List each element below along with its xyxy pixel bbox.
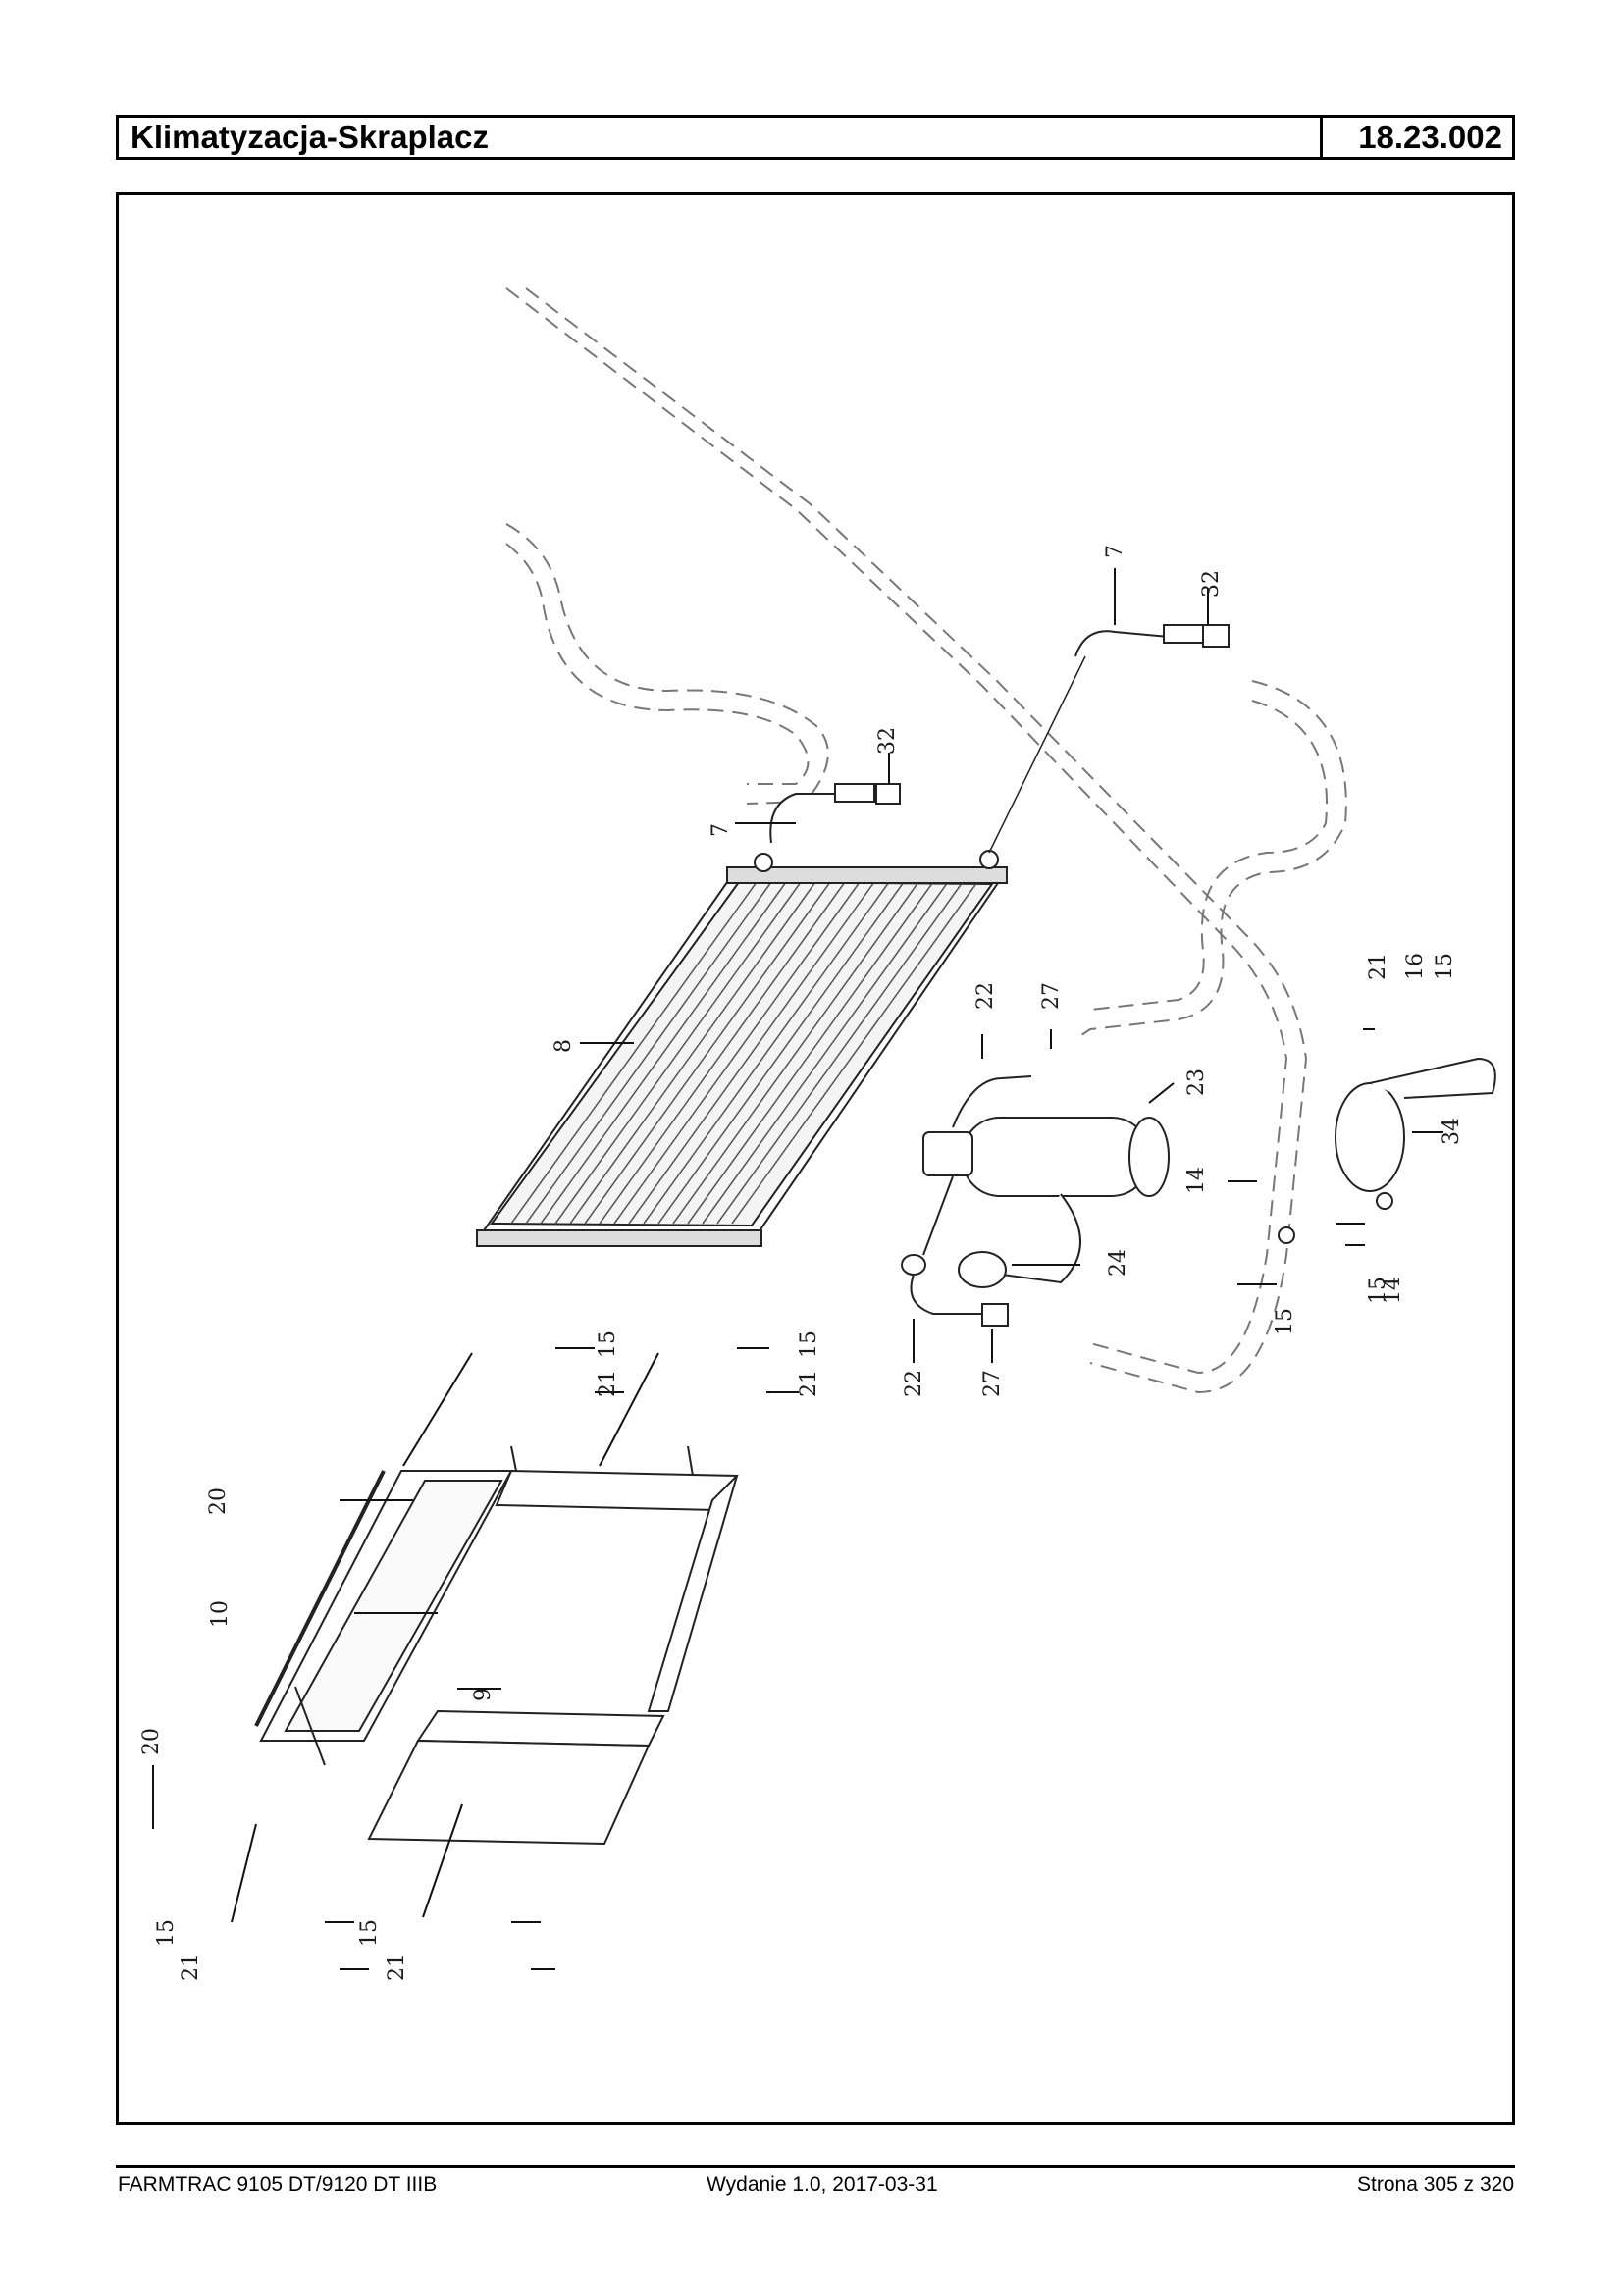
callout-27-bottom: 27 <box>980 1370 1005 1397</box>
receiver-drier <box>901 1075 1170 1327</box>
callout-24: 24 <box>1106 1249 1130 1277</box>
callout-15-frame-b: 15 <box>797 1330 821 1358</box>
callout-15-bl-b: 15 <box>357 1919 382 1947</box>
callout-14-low: 14 <box>1381 1277 1405 1304</box>
page-title: Klimatyzacja-Skraplacz <box>119 118 1323 157</box>
callout-21-frame-a: 21 <box>596 1370 620 1397</box>
callout-32-left: 32 <box>875 727 900 755</box>
callout-20-top: 20 <box>206 1487 231 1515</box>
callout-34: 34 <box>1440 1118 1464 1145</box>
callout-21-right: 21 <box>1366 953 1390 980</box>
callout-15-mid: 15 <box>1273 1308 1297 1335</box>
condenser-frame <box>254 1445 739 1846</box>
callout-10: 10 <box>208 1600 233 1628</box>
condenser-core <box>476 850 1008 1247</box>
drier-bracket <box>1278 1057 1496 1244</box>
hose-fittings <box>769 624 1230 844</box>
callout-16: 16 <box>1403 953 1428 980</box>
footer-edition: Wydanie 1.0, 2017-03-31 <box>707 2173 938 2196</box>
callout-7-top: 7 <box>1103 545 1127 558</box>
callout-labels: 7 32 7 32 8 22 27 23 21 16 15 34 14 24 1… <box>139 545 1464 1981</box>
callout-23: 23 <box>1184 1069 1209 1096</box>
callout-15-low: 15 <box>1366 1277 1390 1304</box>
callout-8: 8 <box>551 1039 576 1053</box>
callout-22-bottom: 22 <box>902 1370 926 1397</box>
callout-27-top: 27 <box>1039 982 1064 1010</box>
callout-21-frame-b: 21 <box>797 1370 821 1397</box>
callout-15-right: 15 <box>1433 953 1457 980</box>
callout-14-mid: 14 <box>1184 1167 1209 1194</box>
footer-model: FARMTRAC 9105 DT/9120 DT IIIB <box>118 2173 438 2196</box>
callout-21-bl-b: 21 <box>385 1954 409 1981</box>
footer-divider <box>116 2165 1515 2168</box>
parts-diagram: 7 32 7 32 8 22 27 23 21 16 15 34 14 24 1… <box>116 192 1515 2125</box>
callout-22-top: 22 <box>973 982 998 1010</box>
callout-15-bl-a: 15 <box>154 1919 179 1947</box>
leader-lines <box>152 568 1443 1970</box>
callout-7-left: 7 <box>708 823 733 837</box>
callout-15-frame-a: 15 <box>596 1330 620 1358</box>
callout-32-top: 32 <box>1199 570 1224 598</box>
callout-9: 9 <box>471 1688 496 1701</box>
callout-20-bottom: 20 <box>139 1728 164 1755</box>
exploded-view-drawing: 7 32 7 32 8 22 27 23 21 16 15 34 14 24 1… <box>139 287 1496 1981</box>
callout-21-bl-a: 21 <box>179 1954 203 1981</box>
page-header: Klimatyzacja-Skraplacz 18.23.002 <box>116 115 1515 160</box>
footer-page-number: Strona 305 z 320 <box>1357 2173 1514 2196</box>
section-code: 18.23.002 <box>1358 119 1502 155</box>
